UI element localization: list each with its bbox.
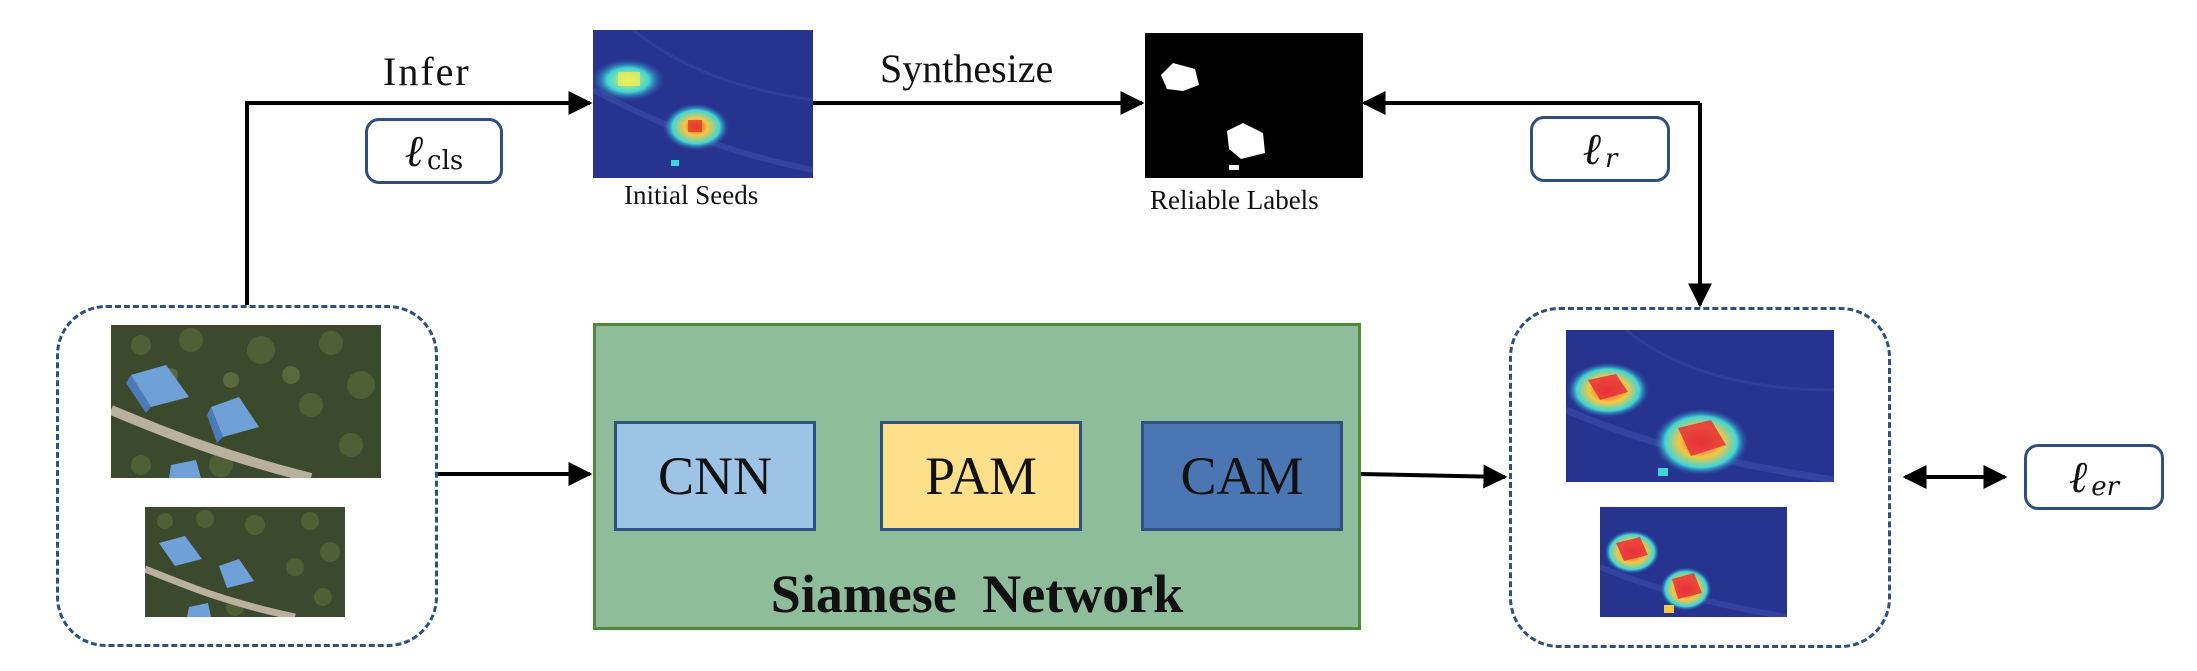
loss-subscript: er — [2091, 472, 2120, 502]
loss-symbol: ℓ — [404, 125, 424, 177]
loss-symbol: ℓ — [2068, 451, 2088, 503]
pam-module: PAM — [880, 421, 1082, 531]
input-image-original — [111, 325, 381, 478]
network-to-output-arrow — [1359, 464, 1508, 489]
infer-arrow — [245, 91, 593, 305]
reliable-labels-mask — [1145, 33, 1363, 178]
cnn-module: CNN — [614, 421, 816, 531]
reliable-loss-box: ℓ r — [1530, 116, 1670, 182]
synthesize-label: Synthesize — [880, 46, 1054, 91]
loss-symbol: ℓ — [1582, 123, 1601, 175]
initial-seeds-caption: Initial Seeds — [624, 180, 759, 210]
infer-label: Infer — [383, 49, 471, 94]
output-cam-transformed — [1600, 507, 1787, 617]
loss-subscript: r — [1604, 144, 1618, 174]
siamese-network-title: Siamese Network — [770, 564, 1184, 624]
output-cams-group — [1509, 307, 1891, 648]
classification-loss-box: ℓ cls — [365, 118, 503, 184]
equivariant-loss-box: ℓ er — [2024, 444, 2164, 510]
input-images-group — [56, 305, 438, 647]
cam-module: CAM — [1141, 421, 1343, 531]
output-cam-original — [1566, 330, 1834, 482]
loss-subscript: cls — [427, 146, 464, 176]
reliable-labels-caption: Reliable Labels — [1150, 185, 1319, 215]
initial-seeds-heatmap — [593, 30, 813, 178]
input-image-transformed — [145, 507, 345, 617]
